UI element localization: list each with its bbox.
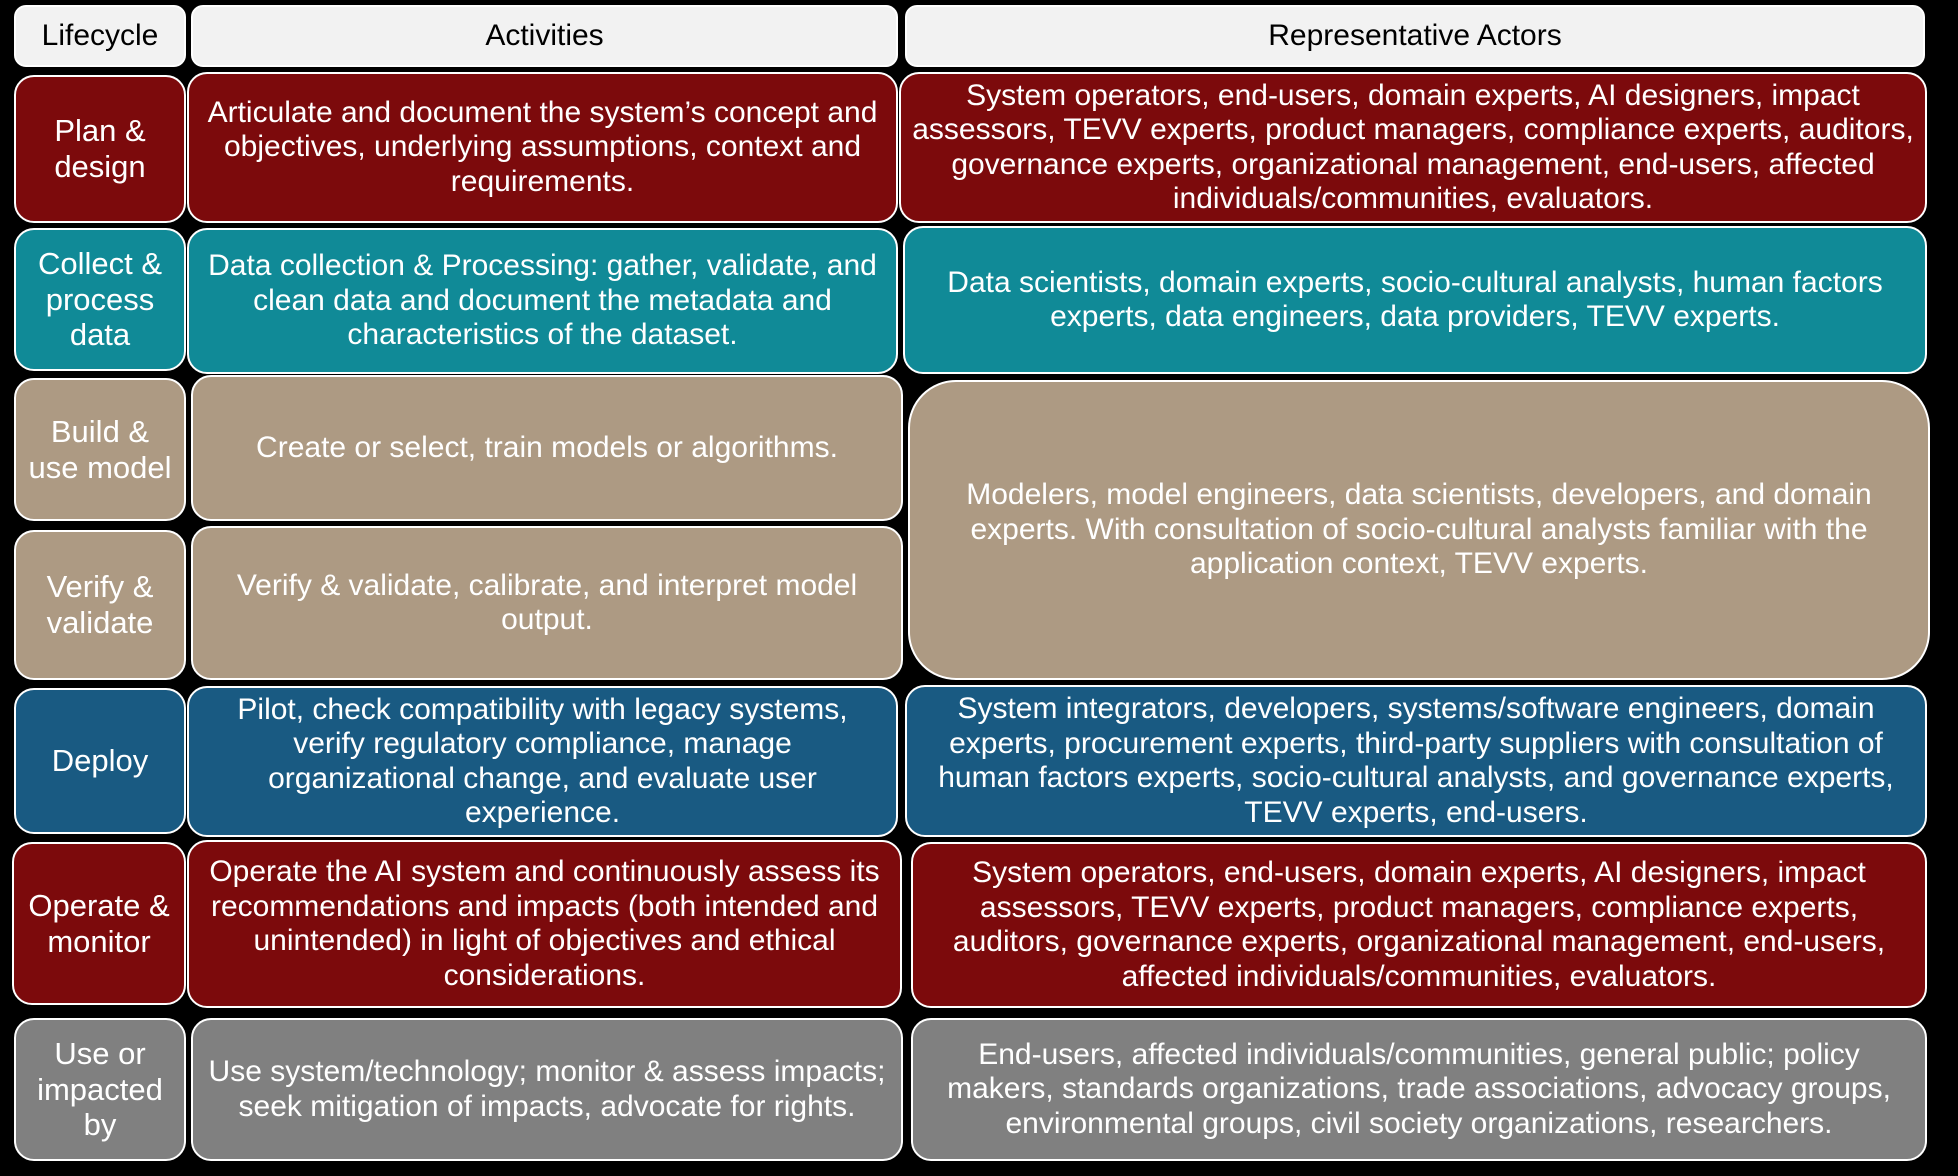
actors-deploy-text: System integrators, developers, systems/… xyxy=(938,692,1894,829)
lifecycle-plan-design: Plan & design xyxy=(14,75,186,223)
actors-build-verify-text: Modelers, model engineers, data scientis… xyxy=(966,478,1872,581)
actors-plan-design-text: System operators, end-users, domain expe… xyxy=(912,78,1914,216)
lifecycle-use-impacted: Use or impacted by xyxy=(14,1018,186,1161)
activity-use-impacted: Use system/technology; monitor & assess … xyxy=(191,1018,903,1161)
activity-collect-process-text: Data collection & Processing: gather, va… xyxy=(208,249,877,352)
actors-operate-monitor: System operators, end-users, domain expe… xyxy=(911,842,1927,1008)
actors-build-verify: Modelers, model engineers, data scientis… xyxy=(908,380,1930,680)
activity-operate-monitor-text: Operate the AI system and continuously a… xyxy=(209,855,880,992)
activity-verify-validate: Verify & validate, calibrate, and interp… xyxy=(191,526,903,680)
activity-plan-design-text: Articulate and document the system’s con… xyxy=(207,95,878,198)
activity-collect-process: Data collection & Processing: gather, va… xyxy=(187,228,898,374)
lifecycle-operate-monitor: Operate & monitor xyxy=(12,842,186,1005)
lifecycle-verify-validate-label: Verify & validate xyxy=(46,569,154,640)
activity-deploy: Pilot, check compatibility with legacy s… xyxy=(187,686,898,837)
actors-use-impacted: End-users, affected individuals/communit… xyxy=(911,1018,1927,1161)
activity-build-use: Create or select, train models or algori… xyxy=(191,375,903,521)
lifecycle-deploy: Deploy xyxy=(14,688,186,834)
actors-plan-design: System operators, end-users, domain expe… xyxy=(899,72,1927,223)
header-actors-label: Representative Actors xyxy=(1268,18,1562,52)
actors-operate-monitor-text: System operators, end-users, domain expe… xyxy=(952,856,1886,993)
activity-operate-monitor: Operate the AI system and continuously a… xyxy=(187,840,902,1008)
actors-collect-process: Data scientists, domain experts, socio-c… xyxy=(903,226,1927,374)
activity-deploy-text: Pilot, check compatibility with legacy s… xyxy=(237,692,848,830)
actors-use-impacted-text: End-users, affected individuals/communit… xyxy=(947,1037,1891,1140)
lifecycle-build-use-label: Build & use model xyxy=(28,413,172,485)
lifecycle-verify-validate: Verify & validate xyxy=(14,530,186,680)
lifecycle-build-use: Build & use model xyxy=(14,378,186,521)
activity-build-use-text: Create or select, train models or algori… xyxy=(256,430,838,464)
lifecycle-deploy-label: Deploy xyxy=(51,743,149,779)
header-lifecycle: Lifecycle xyxy=(14,5,186,67)
lifecycle-plan-design-label: Plan & design xyxy=(54,113,146,184)
header-lifecycle-label: Lifecycle xyxy=(41,18,159,52)
actors-deploy: System integrators, developers, systems/… xyxy=(905,685,1927,837)
lifecycle-operate-monitor-label: Operate & monitor xyxy=(28,887,170,959)
header-activities-label: Activities xyxy=(485,18,604,52)
activity-verify-validate-text: Verify & validate, calibrate, and interp… xyxy=(236,568,858,637)
actors-collect-process-text: Data scientists, domain experts, socio-c… xyxy=(947,265,1883,334)
lifecycle-collect-process-label: Collect & process data xyxy=(37,246,163,353)
lifecycle-use-impacted-label: Use or impacted by xyxy=(37,1036,163,1143)
header-actors: Representative Actors xyxy=(905,5,1925,67)
activity-use-impacted-text: Use system/technology; monitor & assess … xyxy=(208,1055,886,1123)
activity-plan-design: Articulate and document the system’s con… xyxy=(187,72,898,223)
lifecycle-collect-process: Collect & process data xyxy=(14,228,186,371)
header-activities: Activities xyxy=(191,5,898,67)
